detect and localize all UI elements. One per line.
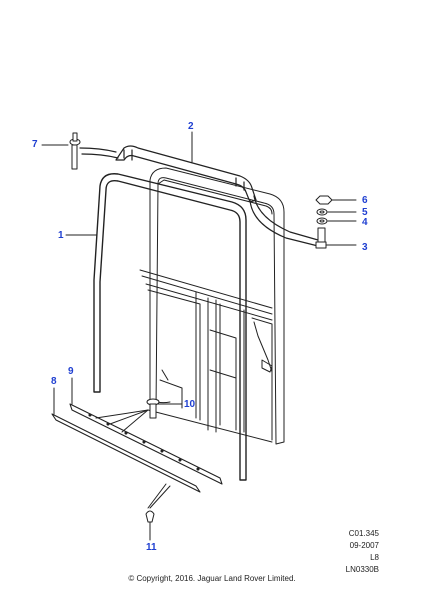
- top-rail: [79, 145, 319, 247]
- callout-1[interactable]: 1: [58, 230, 64, 241]
- washer-part-4: [316, 217, 328, 225]
- door-frame: [139, 167, 285, 445]
- leader-11a: [147, 483, 167, 509]
- callout-2[interactable]: 2: [188, 121, 194, 132]
- screw-part-10: [146, 398, 160, 419]
- sill-strip: [69, 403, 223, 485]
- bolt-part-3: [315, 227, 327, 249]
- copyright-notice: © Copyright, 2016. Jaguar Land Rover Lim…: [128, 574, 296, 583]
- leader-10b: [109, 409, 149, 425]
- callout-7[interactable]: 7: [32, 139, 38, 150]
- callout-4[interactable]: 4: [362, 217, 368, 228]
- callout-6[interactable]: 6: [362, 195, 368, 206]
- callout-8[interactable]: 8: [51, 376, 57, 387]
- clip-part-11: [145, 510, 155, 523]
- callout-9[interactable]: 9: [68, 366, 74, 377]
- callout-5[interactable]: 5: [362, 207, 368, 218]
- washer-part-5: [316, 208, 328, 216]
- nut-part-6: [315, 195, 333, 205]
- leader-10c: [121, 409, 149, 433]
- illustration-number: LN0330B: [345, 565, 379, 574]
- leader-11b: [149, 485, 171, 509]
- callout-11[interactable]: 11: [146, 542, 157, 553]
- reference-code: C01.345: [348, 529, 379, 538]
- leader-10a: [95, 409, 149, 419]
- sill-seal: [51, 413, 201, 493]
- revision-date: 09-2007: [349, 541, 379, 550]
- callout-10[interactable]: 10: [184, 399, 196, 410]
- callout-3[interactable]: 3: [362, 242, 368, 253]
- model-code: L8: [370, 553, 379, 562]
- pin-part-7: [69, 132, 81, 170]
- door-seal: [93, 173, 247, 481]
